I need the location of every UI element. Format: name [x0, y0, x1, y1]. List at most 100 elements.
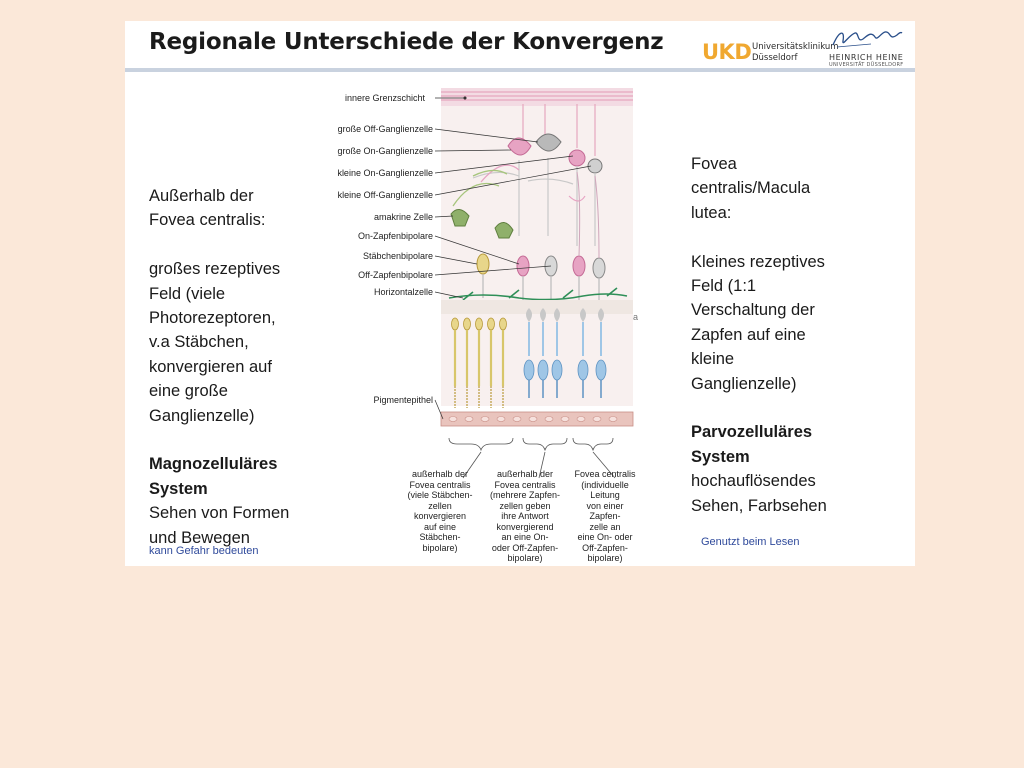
left-text-column: Außerhalb der Fovea centralis: großes re… [149, 184, 289, 550]
label-small-off-ganglion: kleine Off-Ganglienzelle [337, 190, 433, 200]
right-body-line: Kleines rezeptives [691, 252, 825, 271]
hhu-logo-university: UNIVERSITÄT DÜSSELDORF [829, 62, 904, 68]
label-leader-lines [434, 96, 592, 420]
right-heading-line: centralis/Macula [691, 179, 811, 198]
slide: Regionale Unterschiede der Konvergenz UK… [125, 21, 915, 566]
left-body-line: Photorezeptoren, [149, 309, 276, 328]
ukd-logo: UKD Universitätsklinikum Düsseldorf [702, 39, 839, 65]
left-function-line: und Bewegen [149, 528, 250, 547]
left-body-line: konvergieren auf [149, 357, 272, 376]
on-cone-bipolar-cell [572, 255, 586, 277]
right-system-label: Parvozelluläres [691, 423, 813, 442]
ukd-logo-line2: Düsseldorf [752, 53, 798, 63]
label-rod-bipolar: Stäbchenbipolare [362, 251, 433, 261]
left-body-line: großes rezeptives [149, 260, 281, 279]
caption-line: Leitung [590, 490, 620, 500]
left-heading-line: Fovea centralis: [149, 211, 266, 230]
right-function-line: Sehen, Farbsehen [691, 496, 827, 515]
column-caption-cones-converging: außerhalb der Fovea centralis (mehrere Z… [483, 469, 567, 564]
on-cone-bipolar-cell [516, 255, 530, 277]
cone-cell [537, 308, 549, 398]
rod-cell [487, 317, 495, 408]
cone-photoreceptors [523, 308, 607, 398]
caption-line: zellen [428, 500, 452, 511]
ukd-logo-letters: UKD [702, 40, 752, 64]
label-off-cone-bipolar: Off-Zapfenbipolare [358, 270, 433, 280]
left-system-label: Magnozelluläres [149, 455, 278, 474]
ukd-logo-line1: Universitätsklinikum [752, 42, 839, 52]
pink-dendrites [480, 164, 586, 202]
hhu-logo-name: HEINRICH HEINE [829, 53, 904, 62]
cone-cell [577, 308, 589, 398]
label-large-off-ganglion: große Off-Ganglienzelle [337, 124, 433, 134]
caption-line: Fovea centralis [494, 479, 556, 490]
cone-cell [551, 308, 563, 398]
caption-line: Off-Zapfen- [582, 542, 628, 553]
label-small-on-ganglion: kleine On-Ganglienzelle [337, 168, 433, 178]
column-caption-rods: außerhalb der Fovea centralis (viele Stä… [401, 469, 479, 553]
caption-line: auf eine [423, 521, 457, 532]
left-body-line: Ganglienzelle) [149, 406, 255, 425]
right-heading-line: Fovea [691, 155, 737, 173]
right-heading-line: lutea: [691, 203, 732, 222]
caption-line: zelle an [589, 521, 621, 532]
large-on-ganglion-cell [507, 137, 532, 156]
label-inner-limiting-layer: innere Grenzschicht [344, 93, 425, 103]
hhu-logo: HEINRICH HEINE UNIVERSITÄT DÜSSELDORF [825, 27, 905, 68]
right-text-column: Fovea centralis/Macula lutea: Kleines re… [691, 152, 827, 518]
label-large-on-ganglion: große On-Ganglienzelle [337, 146, 433, 156]
retina-diagram [434, 88, 634, 479]
left-heading-line: Außerhalb der [149, 187, 254, 205]
left-body-line: Feld (viele [149, 284, 226, 303]
caption-line: Zapfen- [589, 511, 621, 521]
caption-line: Fovea centralis [574, 469, 636, 479]
cone-cell [523, 308, 535, 398]
stray-letter: a [633, 312, 639, 322]
left-function-line: Sehen von Formen [149, 504, 290, 523]
caption-line: (individuelle [581, 479, 629, 490]
caption-line: bipolare) [587, 553, 623, 563]
rod-cell [451, 317, 459, 408]
right-system-label: System [691, 447, 750, 466]
right-function-line: hochauflösendes [691, 472, 816, 491]
label-pigment-epithelium: Pigmentepithel [373, 395, 433, 405]
caption-line: bipolare) [507, 553, 543, 563]
pigment-cells [448, 416, 618, 422]
amacrine-cells [450, 169, 514, 239]
caption-line: Fovea centralis [409, 479, 471, 490]
caption-line: ihre Antwort [501, 511, 549, 521]
retina-background [441, 106, 633, 406]
cone-cell [595, 308, 607, 398]
right-body-line: Zapfen auf eine [691, 325, 806, 344]
caption-line: bipolare) [422, 542, 458, 553]
left-body-line: v.a Stäbchen, [149, 333, 249, 352]
rod-cell [463, 317, 471, 408]
rod-cell [475, 317, 483, 408]
column-braces [448, 437, 616, 479]
left-body-line: eine große [149, 382, 228, 401]
right-body-line: Verschaltung der [691, 301, 815, 320]
caption-line: oder Off-Zapfen- [491, 542, 559, 553]
small-on-ganglion-cell [568, 149, 586, 167]
retina-figure: innere Grenzschicht große Off-Ganglienze… [323, 86, 643, 564]
caption-line: außerhalb der [496, 469, 554, 479]
caption-line: konvergierend [496, 521, 554, 532]
caption-line: (viele Stäbchen- [407, 490, 473, 500]
large-off-ganglion-cell [535, 133, 562, 152]
rod-photoreceptors [451, 317, 507, 408]
caption-line: (mehrere Zapfen- [489, 490, 561, 500]
caption-line: konvergieren [413, 511, 467, 521]
horizontal-cells [448, 287, 628, 301]
left-system-label: System [149, 479, 208, 498]
right-body-line: Feld (1:1 [691, 277, 757, 296]
caption-line: Stäbchen- [419, 532, 461, 542]
caption-line: zellen geben [499, 500, 551, 511]
title-underline [125, 68, 915, 72]
axon-fibers [441, 91, 633, 156]
label-horizontal-cell: Horizontalzelle [373, 287, 433, 297]
slide-title: Regionale Unterschiede der Konvergenz [149, 29, 664, 55]
signature-icon [832, 31, 903, 48]
caption-line: an eine On- [501, 532, 549, 542]
label-amacrine-cell: amakrine Zelle [373, 212, 433, 222]
outer-plexiform-layer [441, 300, 633, 314]
